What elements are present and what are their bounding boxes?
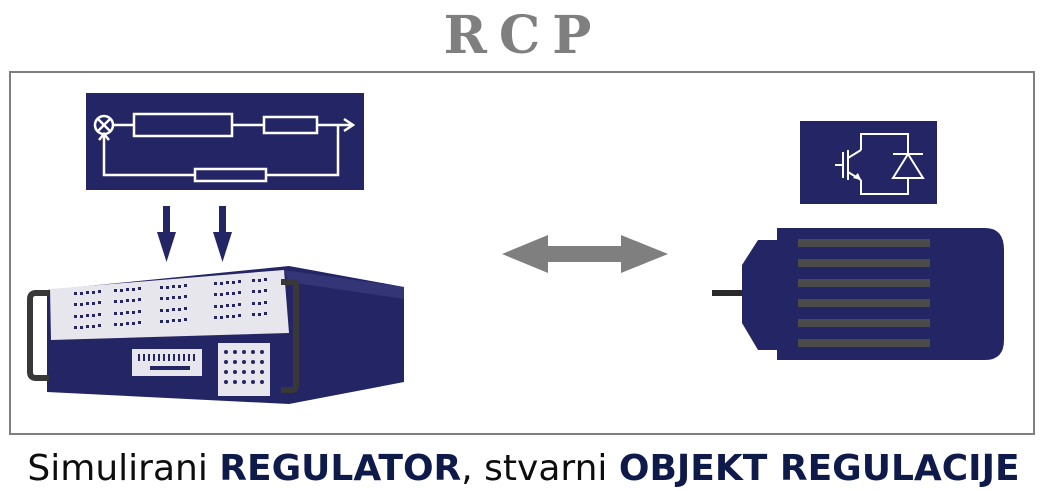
rcp-hardware-rack	[27, 266, 404, 404]
caption: Simulirani REGULATOR, stvarni OBJEKT REG…	[0, 447, 1047, 491]
diagram-frame	[9, 71, 1035, 435]
electric-motor	[712, 228, 1004, 360]
caption-regulator: REGULATOR	[219, 448, 462, 489]
down-arrow-icon	[157, 206, 232, 262]
block-diagram-icon	[86, 93, 364, 190]
caption-part-1: Simulirani	[27, 448, 220, 489]
bidirectional-arrow-icon	[502, 235, 668, 273]
igbt-diode-icon	[800, 121, 937, 204]
page-title: RCP	[443, 5, 604, 66]
caption-object: OBJEKT REGULACIJE	[618, 448, 1020, 489]
caption-part-3: , stvarni	[461, 448, 619, 489]
